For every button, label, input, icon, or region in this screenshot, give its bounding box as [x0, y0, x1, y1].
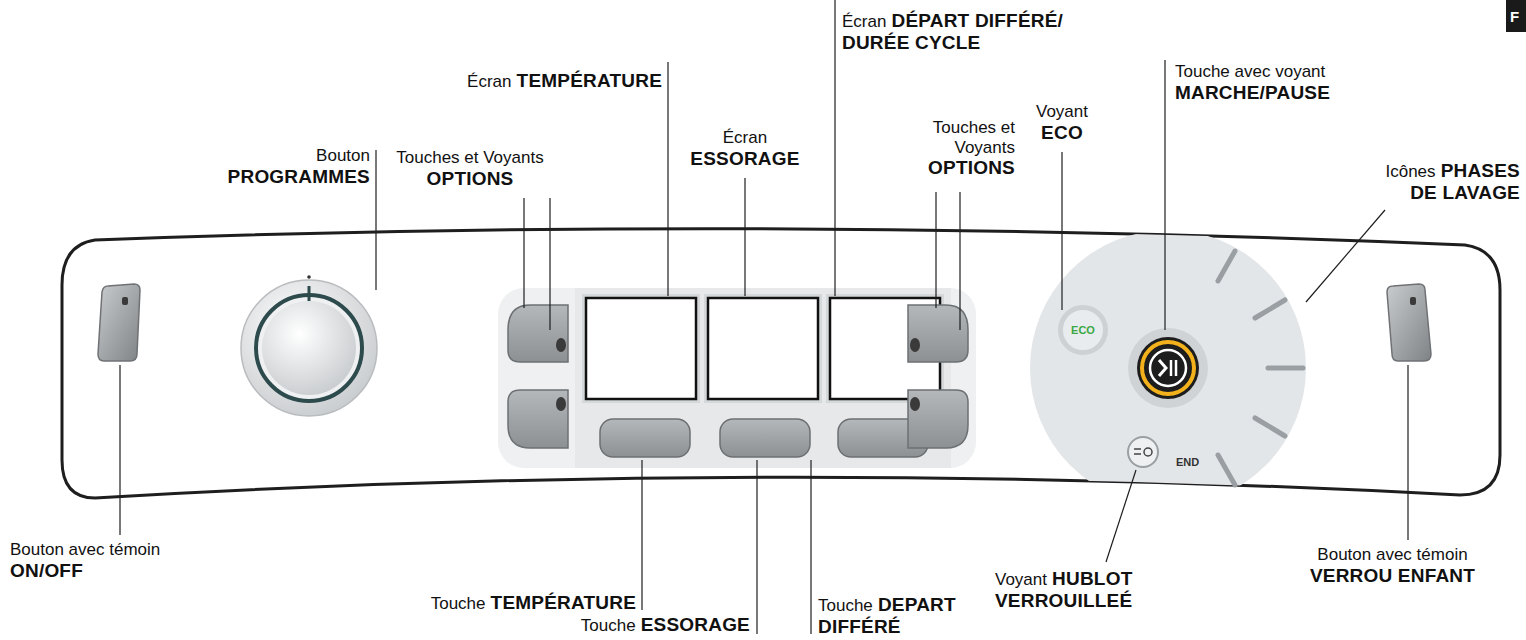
spin-screen [708, 298, 818, 399]
screen-band [575, 288, 951, 468]
callout-kind: Bouton avec témoin [10, 540, 210, 560]
callout: IcônesPHASES DE LAVAGE [1370, 160, 1520, 204]
phase-label: END [1176, 456, 1199, 468]
callout: Touche TEMPÉRATURE [280, 592, 636, 614]
programme-knob [241, 280, 377, 416]
option-key [508, 390, 568, 448]
knob-pointer [308, 286, 311, 301]
start-button [1137, 337, 1199, 399]
temperature-key [600, 419, 690, 457]
callout-kind: Écran [665, 128, 825, 148]
play-icon [1159, 360, 1166, 376]
eco-indicator: ECO [1058, 305, 1108, 355]
child-lock-button [1387, 284, 1431, 361]
callout-name: OPTIONS [875, 157, 1015, 179]
option-key [908, 390, 968, 448]
callout-kind: Icônes [1385, 162, 1435, 181]
callout: ToucheDEPART DIFFÉRÉ [818, 594, 993, 638]
callout-name: VERROU ENFANT [1265, 565, 1520, 587]
callout-name: TEMPÉRATURE [491, 592, 636, 613]
callout: Bouton avec témoinVERROU ENFANT [1265, 545, 1520, 586]
option-led [910, 338, 920, 352]
temperature-screen [586, 298, 696, 399]
language-tab: F [1506, 0, 1526, 32]
callout-name: ESSORAGE [665, 148, 825, 170]
option-led [556, 338, 566, 352]
node-text: ECO [1071, 324, 1095, 336]
callout-name: MARCHE/PAUSE [1175, 82, 1385, 104]
callout-kind: Voyant [995, 570, 1047, 589]
screen-frame [704, 294, 822, 403]
knob-ring [256, 295, 362, 401]
control-disc [1030, 230, 1306, 506]
callout-name: OPTIONS [390, 168, 550, 190]
callout-name: ECO [1022, 122, 1102, 144]
wash-phase-icons [1218, 251, 1303, 485]
callout-name: ESSORAGE [641, 614, 750, 635]
callout-name: TEMPÉRATURE [517, 70, 662, 91]
callout: ÉcranDÉPART DIFFÉRÉ/ DURÉE CYCLE [842, 10, 1092, 54]
callout-kind: Touches et Voyants [915, 118, 1015, 157]
callout-name: PROGRAMMES [200, 166, 370, 188]
callout-kind: Écran [842, 12, 886, 31]
callout: BoutonPROGRAMMES [200, 146, 370, 187]
child-lock-led [1410, 297, 1416, 305]
onoff-led [122, 297, 128, 305]
pause-icon [1170, 360, 1173, 376]
option-led [910, 397, 920, 411]
callout: Touches et VoyantsOPTIONS [390, 148, 550, 189]
leader-lines [120, 0, 1408, 634]
door-lock-led [1128, 437, 1158, 467]
callout: Écran TEMPÉRATURE [440, 70, 662, 92]
callout-kind: Voyant [1022, 102, 1102, 122]
callout-kind: Touche avec voyant [1175, 62, 1385, 82]
callout: Touche avec voyantMARCHE/PAUSE [1175, 62, 1385, 103]
callout-name: ON/OFF [10, 560, 210, 582]
node-text: F [1510, 8, 1519, 25]
callout-kind: Bouton avec témoin [1265, 545, 1520, 565]
spin-key [720, 419, 810, 457]
option-key [908, 305, 968, 362]
screen-frame [582, 294, 700, 403]
callout: VoyantECO [1022, 102, 1102, 143]
key-band [498, 288, 976, 468]
callout: Bouton avec témoinON/OFF [10, 540, 210, 581]
callout-kind: Bouton [200, 146, 370, 166]
pause-icon [1175, 360, 1178, 376]
start-button-rim [1128, 328, 1208, 408]
callout-kind: Touches et Voyants [390, 148, 550, 168]
callout-kind: Touche [581, 616, 636, 635]
callout: Touches et VoyantsOPTIONS [875, 118, 1015, 179]
callout-kind: Écran [467, 72, 511, 91]
start-icon-ring [1150, 350, 1186, 386]
knob-cap [262, 301, 356, 395]
callout-kind: Touche [431, 594, 486, 613]
callout: VoyantHUBLOT VERROUILLEÉ [995, 568, 1195, 612]
onoff-button [98, 284, 140, 361]
start-led-ring [1142, 342, 1194, 394]
callout-kind: Touche [818, 596, 873, 615]
callout: Touche ESSORAGE [380, 614, 750, 636]
callout: END [1176, 452, 1210, 470]
knob-mark [307, 275, 311, 279]
callout: ÉcranESSORAGE [665, 128, 825, 169]
option-key [508, 305, 568, 362]
option-led [556, 397, 566, 411]
